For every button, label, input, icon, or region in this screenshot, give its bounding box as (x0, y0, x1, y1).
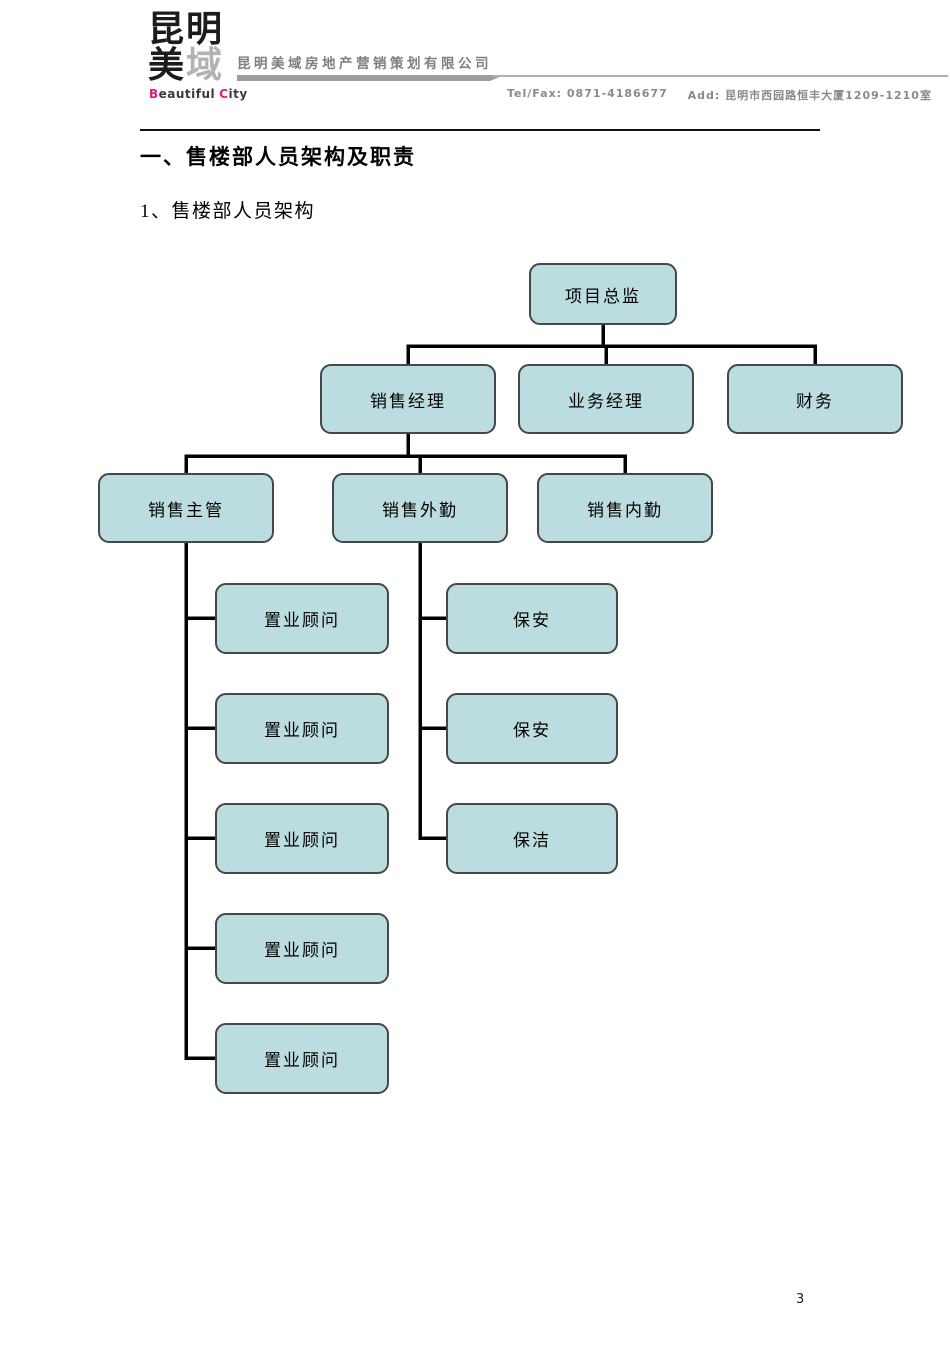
subsection-title: 1、售楼部人员架构 (140, 201, 316, 222)
company-name: 昆明美域房地产营销策划有限公司 (237, 56, 492, 72)
org-node-security-guard-1: 保安 (446, 583, 618, 654)
org-node-sales-field-staff: 销售外勤 (332, 473, 508, 543)
org-node-sales-manager: 销售经理 (320, 364, 496, 434)
org-node-security-guard-2: 保安 (446, 693, 618, 764)
tagline-text: eautiful (158, 87, 216, 101)
header-divider-rule (140, 129, 820, 131)
org-node-property-consultant-3: 置业顾问 (215, 803, 389, 874)
org-node-property-consultant-1: 置业顾问 (215, 583, 389, 654)
org-node-property-consultant-4: 置业顾问 (215, 913, 389, 984)
company-logo-row2: 美域 (148, 48, 224, 84)
section-title: 一、售楼部人员架构及职责 (140, 145, 416, 169)
org-node-finance: 财务 (727, 364, 903, 434)
letterhead-thin-line (492, 75, 948, 77)
org-node-property-consultant-5: 置业顾问 (215, 1023, 389, 1094)
org-node-sales-supervisor: 销售主管 (98, 473, 274, 543)
tel-fax-text: Tel/Fax: 0871-4186677 (507, 87, 668, 100)
company-logo: 昆明 (148, 9, 225, 50)
org-node-project-director: 项目总监 (529, 263, 677, 325)
org-node-cleaner: 保洁 (446, 803, 618, 874)
org-node-sales-office-staff: 销售内勤 (537, 473, 713, 543)
org-node-property-consultant-2: 置业顾问 (215, 693, 389, 764)
tagline-text-2: ity (228, 87, 248, 101)
letterhead-bar-taper (490, 75, 504, 81)
logo-char-black: 美 (148, 45, 187, 86)
contact-info: Tel/Fax: 0871-4186677 Add: 昆明市西园路恒丰大厦120… (507, 87, 932, 103)
address-text: Add: 昆明市西园路恒丰大厦1209-1210室 (687, 89, 932, 102)
tagline-initial-c: C (219, 87, 229, 101)
tagline-initial-b: B (149, 87, 159, 101)
page-number: 3 (796, 1292, 805, 1307)
logo-char-gray: 域 (186, 45, 225, 86)
org-node-business-manager: 业务经理 (518, 364, 694, 434)
letterhead-bar (237, 75, 490, 81)
